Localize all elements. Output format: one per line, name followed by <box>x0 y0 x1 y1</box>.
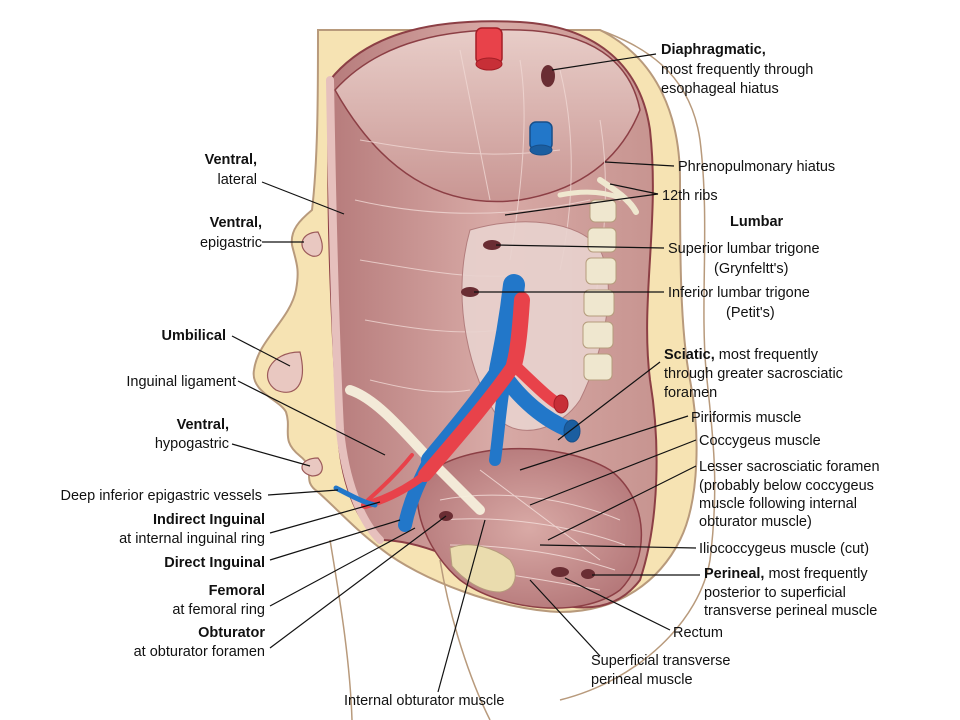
twelfth-rib-2 <box>557 189 623 201</box>
diaphragm-vessels <box>475 27 555 156</box>
label-lumbar: Lumbar <box>730 214 784 230</box>
label-ventral-lateral-title: Ventral, <box>205 152 257 168</box>
leader-lines <box>231 53 700 693</box>
label-inferior-lumbar-1: Inferior lumbar trigone <box>668 285 810 301</box>
aorta-lumen <box>475 57 503 71</box>
label-inferior-lumbar-2: (Petit's) <box>726 305 775 321</box>
leader-femoral <box>269 527 416 607</box>
leader-coccygeus <box>529 439 697 506</box>
label-ventral-hypogastric-sub: hypogastric <box>155 436 229 452</box>
hypogastric-bulge <box>301 457 323 477</box>
leader-diaphragmatic <box>551 53 657 71</box>
label-femoral-title: Femoral <box>209 583 265 599</box>
diaphragm-dome <box>334 29 641 203</box>
abdominal-wall <box>326 20 658 609</box>
leader-ventral-lateral <box>261 181 345 215</box>
ventral-bulges <box>266 231 323 477</box>
leader-direct <box>269 519 401 561</box>
leader-piriformis <box>519 415 689 471</box>
leader-phrenopulmonary <box>604 161 675 167</box>
label-sciatic-3: foramen <box>664 385 717 401</box>
label-superior-lumbar-1: Superior lumbar trigone <box>668 241 820 257</box>
inferior-lumbar-defect <box>461 287 479 297</box>
label-lesser-4: obturator muscle) <box>699 514 812 530</box>
leader-ribs-a <box>609 183 659 195</box>
left-labels: Ventral, lateral Ventral, epigastric Umb… <box>61 152 266 660</box>
label-ventral-hypogastric-title: Ventral, <box>177 417 229 433</box>
thigh-contour <box>329 539 353 720</box>
label-sciatic-1: Sciatic, most frequently <box>664 347 819 363</box>
esophageal-hiatus <box>541 65 555 87</box>
leader-internal-obturator <box>437 519 486 693</box>
label-sciatic-line1: most frequently <box>715 347 819 363</box>
label-lesser-2: (probably below coccygeus <box>699 478 874 494</box>
label-deep-inferior: Deep inferior epigastric vessels <box>61 488 262 504</box>
label-perineal-2: posterior to superficial <box>704 585 846 601</box>
lesser-sciatic-defect <box>551 567 569 577</box>
leader-lesser <box>547 465 697 541</box>
leader-sciatic <box>557 361 661 441</box>
leader-rectum <box>564 577 671 631</box>
leader-ribs-b <box>504 193 659 216</box>
label-coccygeus: Coccygeus muscle <box>699 433 821 449</box>
label-ventral-epigastric-sub: epigastric <box>200 235 262 251</box>
label-superior-lumbar-2: (Grynfeltt's) <box>714 261 788 277</box>
label-sciatic-title: Sciatic, <box>664 347 715 363</box>
artery-left-branch <box>418 358 521 482</box>
thigh-contour-2 <box>439 559 491 720</box>
leader-iliococcygeus <box>539 544 697 549</box>
label-indirect-sub: at internal inguinal ring <box>119 531 265 547</box>
label-internal-obturator: Internal obturator muscle <box>344 693 504 709</box>
outer-back-contour <box>559 29 716 701</box>
label-obturator-sub: at obturator foramen <box>134 644 265 660</box>
leader-superior-lumbar <box>495 244 665 249</box>
label-sciatic-2: through greater sacrosciatic <box>664 366 843 382</box>
label-phrenopulmonary: Phrenopulmonary hiatus <box>678 159 835 175</box>
iliac-vein-cut <box>563 419 581 443</box>
umbilical-bulge <box>266 351 303 393</box>
label-ventral-epigastric-title: Ventral, <box>210 215 262 231</box>
spine <box>582 199 617 381</box>
leader-indirect <box>269 501 381 534</box>
label-iliococcygeus: Iliococcygeus muscle (cut) <box>699 541 869 557</box>
label-femoral-sub: at femoral ring <box>172 602 265 618</box>
label-superficial-1: Superficial transverse <box>591 653 730 669</box>
label-diaphragmatic-title: Diaphragmatic, <box>661 42 766 58</box>
label-superficial-2: perineal muscle <box>591 672 693 688</box>
label-perineal-3: transverse perineal muscle <box>704 603 877 619</box>
label-obturator-title: Obturator <box>198 625 265 641</box>
label-perineal-line1: most frequently <box>764 566 868 582</box>
wall-cut-edge <box>326 76 384 544</box>
leader-deep-inferior <box>267 489 339 496</box>
vena-cava-lumen <box>529 144 553 156</box>
label-piriformis: Piriformis muscle <box>691 410 801 426</box>
leader-obturator <box>269 515 447 649</box>
deep-epigastric-artery <box>366 453 414 502</box>
label-lesser-3: muscle following internal <box>699 496 857 512</box>
artery-trunk <box>506 292 530 373</box>
label-indirect-title: Indirect Inguinal <box>153 512 265 528</box>
label-diaphragmatic-2: esophageal hiatus <box>661 81 779 97</box>
right-labels: Diaphragmatic, most frequently through e… <box>344 42 880 709</box>
leader-inguinal-ligament <box>237 380 386 456</box>
leader-ventral-hypogastric <box>231 443 311 467</box>
label-perineal-1: Perineal, most frequently <box>704 566 868 582</box>
leader-superficial <box>529 579 601 657</box>
label-direct: Direct Inguinal <box>164 555 265 571</box>
label-rectum: Rectum <box>673 625 723 641</box>
perineal-defect <box>581 569 595 579</box>
label-umbilical: Umbilical <box>162 328 226 344</box>
iliac-artery-cut <box>553 394 569 414</box>
twelfth-rib <box>597 177 639 215</box>
label-ventral-lateral-sub: lateral <box>218 172 258 188</box>
epigastric-bulge <box>301 231 323 257</box>
label-ribs: 12th ribs <box>662 188 718 204</box>
label-diaphragmatic-1: most frequently through <box>661 62 813 78</box>
label-lesser-1: Lesser sacrosciatic foramen <box>699 459 880 475</box>
superior-lumbar-defect <box>483 240 501 250</box>
label-inguinal-ligament: Inguinal ligament <box>126 374 236 390</box>
label-perineal-title: Perineal, <box>704 566 764 582</box>
leader-umbilical <box>231 335 291 367</box>
